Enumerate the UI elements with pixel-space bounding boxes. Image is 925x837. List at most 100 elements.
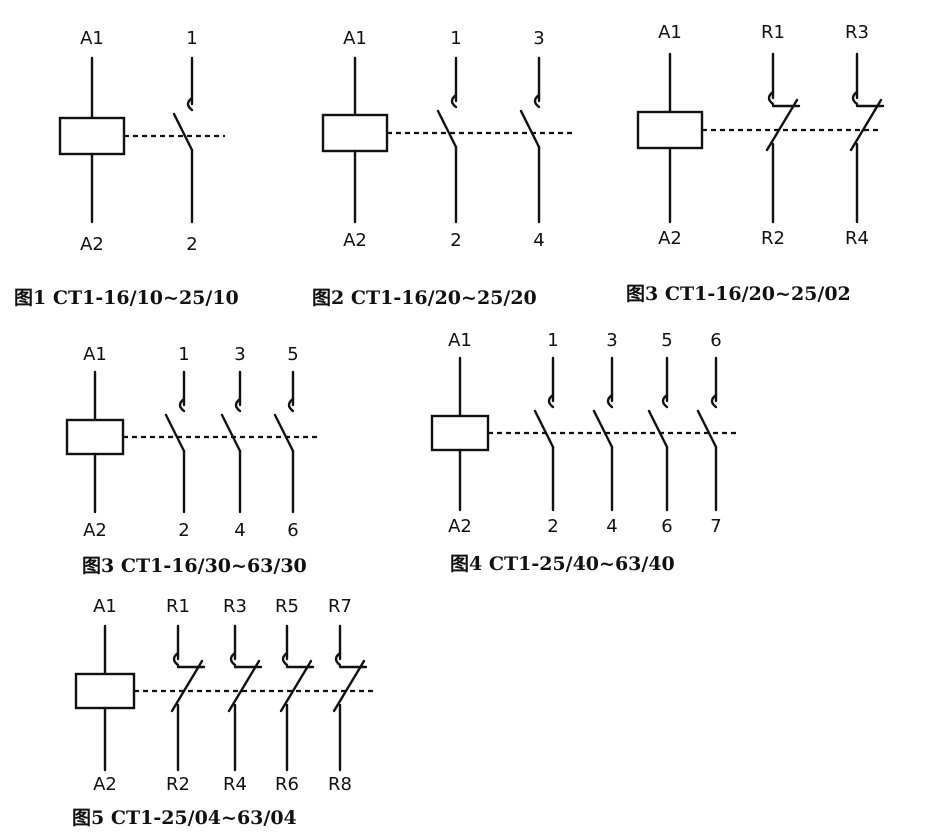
coil-box bbox=[65, 418, 125, 456]
coil-bottom-terminal-label: A2 bbox=[658, 228, 682, 249]
contact-top-terminal-label: 1 bbox=[178, 344, 189, 365]
contact-blade bbox=[765, 98, 799, 152]
contact-hook-symbol bbox=[661, 393, 669, 409]
contact-blade bbox=[172, 112, 194, 152]
contact-top-terminal-label: R1 bbox=[761, 22, 785, 43]
contact-top-terminal-label: 5 bbox=[661, 330, 672, 351]
contact-blade bbox=[279, 659, 313, 713]
contact-blade bbox=[436, 109, 458, 149]
contact-blade bbox=[164, 413, 186, 453]
contact-top-terminal-label: 6 bbox=[710, 330, 721, 351]
contact-blade bbox=[592, 409, 614, 449]
contact-bottom-terminal-label: 2 bbox=[186, 234, 197, 255]
contact-blade bbox=[273, 413, 295, 453]
contact-hook-symbol bbox=[172, 651, 180, 667]
contact-hook-symbol bbox=[710, 393, 718, 409]
contact-bottom-terminal-label: R4 bbox=[223, 774, 247, 795]
contact-hook-symbol bbox=[334, 651, 342, 667]
contact-hook-symbol bbox=[851, 90, 859, 106]
contact-blade bbox=[647, 409, 669, 449]
diagram-caption: 图4 CT1-25/40~63/40 bbox=[450, 553, 675, 575]
contact-hook-symbol bbox=[450, 93, 458, 109]
contact-bottom-terminal-label: R8 bbox=[328, 774, 352, 795]
coil-top-terminal-label: A1 bbox=[83, 344, 107, 365]
coil-top-terminal-label: A1 bbox=[658, 22, 682, 43]
contact-3: 56 bbox=[647, 330, 673, 537]
contact-bottom-terminal-label: 4 bbox=[234, 520, 245, 541]
contact-1: 12 bbox=[164, 344, 190, 541]
contact-bottom-terminal-label: R4 bbox=[845, 228, 869, 249]
contact-hook-symbol bbox=[287, 397, 295, 413]
contact-blade bbox=[227, 659, 261, 713]
coil-top-terminal-label: A1 bbox=[448, 330, 472, 351]
contact-hook-symbol bbox=[229, 651, 237, 667]
contact-hook-symbol bbox=[234, 397, 242, 413]
coil-top-terminal-label: A1 bbox=[343, 28, 367, 49]
coil-box bbox=[321, 113, 389, 153]
contact-top-terminal-label: 3 bbox=[234, 344, 245, 365]
contact-blade bbox=[170, 659, 204, 713]
contact-bottom-terminal-label: R6 bbox=[275, 774, 299, 795]
contact-bottom-terminal-label: 4 bbox=[533, 230, 544, 251]
contact-hook-symbol bbox=[547, 393, 555, 409]
contact-top-terminal-label: R3 bbox=[845, 22, 869, 43]
contact-top-terminal-label: 1 bbox=[450, 28, 461, 49]
contact-hook-symbol bbox=[606, 393, 614, 409]
coil-box bbox=[636, 110, 704, 150]
contact-hook-symbol bbox=[767, 90, 775, 106]
contact-top-terminal-label: R3 bbox=[223, 596, 247, 617]
contact-blade bbox=[696, 409, 718, 449]
diagram-caption: 图5 CT1-25/04~63/04 bbox=[72, 807, 297, 829]
coil-bottom-terminal-label: A2 bbox=[93, 774, 117, 795]
contact-blade bbox=[519, 109, 541, 149]
contact-bottom-terminal-label: R2 bbox=[166, 774, 190, 795]
contact-bottom-terminal-label: 2 bbox=[450, 230, 461, 251]
contact-bottom-terminal-label: 6 bbox=[287, 520, 298, 541]
contact-4: 67 bbox=[696, 330, 722, 537]
coil-top-terminal-label: A1 bbox=[80, 28, 104, 49]
contact-top-terminal-label: 1 bbox=[186, 28, 197, 49]
contact-bottom-terminal-label: 7 bbox=[710, 516, 721, 537]
contact-bottom-terminal-label: 2 bbox=[178, 520, 189, 541]
diagram-caption: 图1 CT1-16/10~25/10 bbox=[14, 287, 239, 309]
contact-blade bbox=[332, 659, 366, 713]
contact-hook-symbol bbox=[533, 93, 541, 109]
contact-top-terminal-label: 3 bbox=[606, 330, 617, 351]
contact-top-terminal-label: R5 bbox=[275, 596, 299, 617]
contact-2: 34 bbox=[519, 28, 545, 251]
coil-bottom-terminal-label: A2 bbox=[343, 230, 367, 251]
coil-box bbox=[58, 116, 126, 156]
diagram-caption: 图2 CT1-16/20~25/20 bbox=[312, 287, 537, 309]
diagram-caption: 图3 CT1-16/30~63/30 bbox=[82, 555, 307, 577]
contact-blade bbox=[220, 413, 242, 453]
contact-bottom-terminal-label: 2 bbox=[547, 516, 558, 537]
coil-bottom-terminal-label: A2 bbox=[83, 520, 107, 541]
contact-bottom-terminal-label: 6 bbox=[661, 516, 672, 537]
coil-box bbox=[430, 414, 490, 452]
contact-2: 34 bbox=[220, 344, 246, 541]
diagram-caption: 图3 CT1-16/20~25/02 bbox=[626, 283, 851, 305]
contact-top-terminal-label: R7 bbox=[328, 596, 352, 617]
contact-bottom-terminal-label: R2 bbox=[761, 228, 785, 249]
contact-2: 34 bbox=[592, 330, 618, 537]
contact-top-terminal-label: 1 bbox=[547, 330, 558, 351]
contact-blade bbox=[533, 409, 555, 449]
coil-top-terminal-label: A1 bbox=[93, 596, 117, 617]
contact-blade bbox=[849, 98, 883, 152]
contact-top-terminal-label: 3 bbox=[533, 28, 544, 49]
contact-1: 12 bbox=[172, 28, 198, 255]
